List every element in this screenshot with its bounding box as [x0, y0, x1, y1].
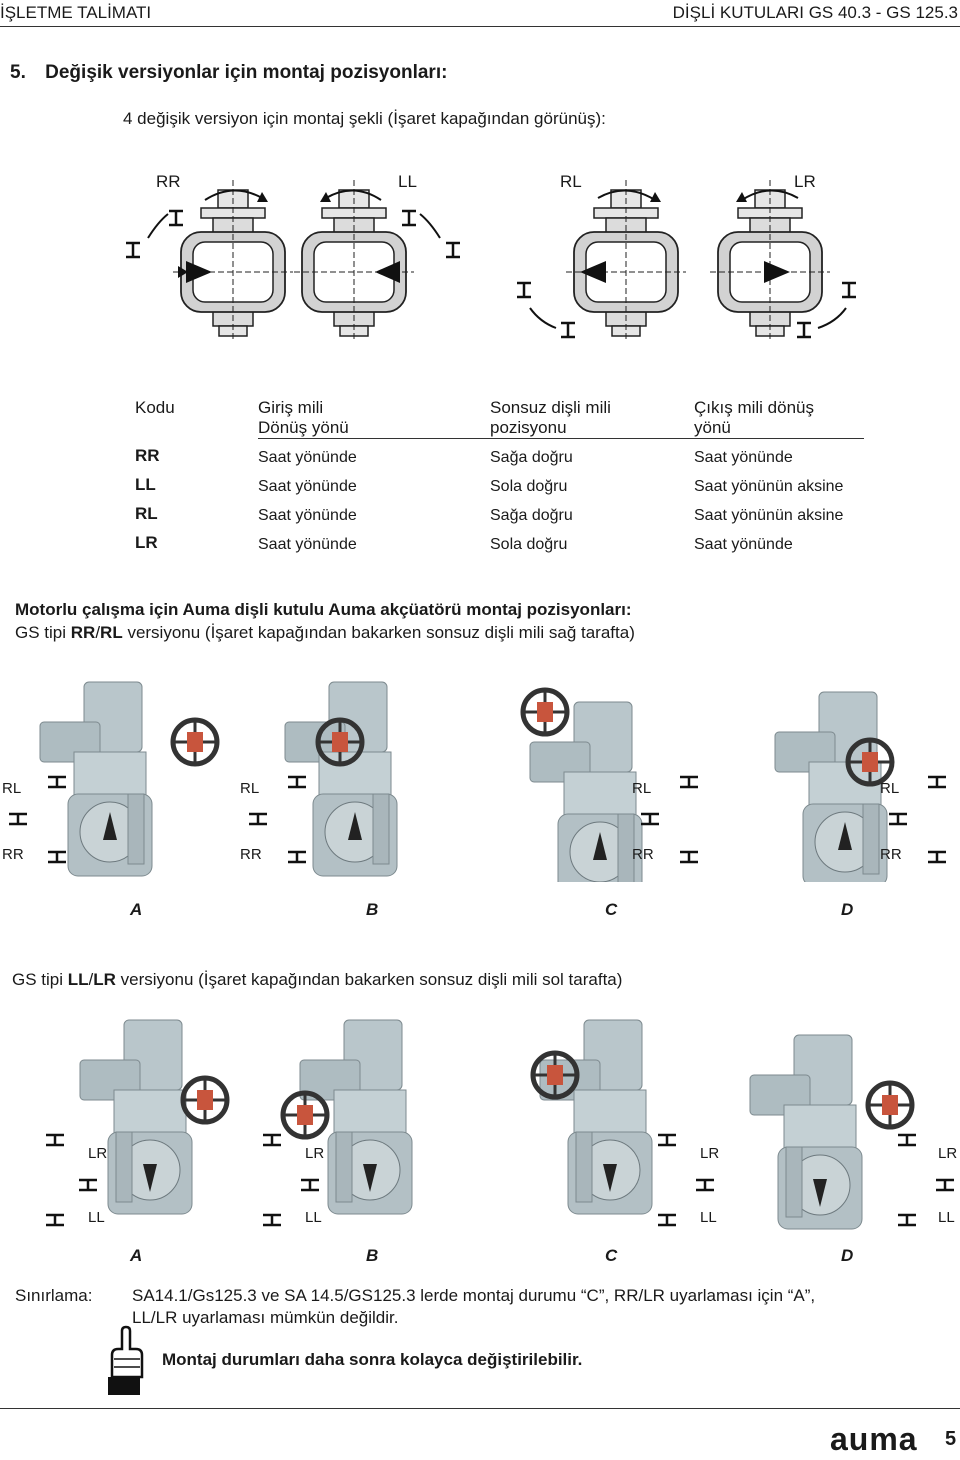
header-right: DİŞLİ KUTULARI GS 40.3 - GS 125.3: [672, 3, 958, 22]
restriction-line2: LL/LR uyarlaması mümkün değildir.: [132, 1308, 399, 1327]
version-label-rr: RR: [156, 172, 181, 191]
section-heading: 5. Değişik versiyonlar için montaj pozis…: [10, 62, 447, 84]
schematic-ll: [293, 180, 462, 341]
actuator-photo-a: [79, 1019, 227, 1215]
page-header: İŞLETME TALİMATI DİŞLİ KUTULARI GS 40.3 …: [0, 0, 960, 27]
header-left: İŞLETME TALİMATI: [0, 3, 152, 22]
table-row: LR Saat yönünde Sola doğru Saat yönünde: [135, 533, 793, 553]
section-subtitle: 4 değişik versiyon için montaj şekli (İş…: [123, 109, 606, 128]
note-text: Montaj durumları daha sonra kolayca deği…: [162, 1350, 583, 1369]
restriction-line1: SA14.1/Gs125.3 ve SA 14.5/GS125.3 lerde …: [132, 1286, 816, 1305]
rr-caption: GS tipi RR/RL versiyonu (İşaret kapağınd…: [15, 623, 635, 642]
section-number: 5.: [10, 62, 26, 83]
actuator-photo-a: [39, 681, 217, 877]
table-header-rule: [258, 438, 864, 439]
rr-actuator-figures: [7, 681, 948, 882]
restriction-label: Sınırlama:: [15, 1286, 93, 1305]
gearbox-schematics: [124, 180, 858, 341]
table-row: LL Saat yönünde Sola doğru Saat yönünün …: [135, 475, 844, 495]
motor-heading: Motorlu çalışma için Auma dişli kutulu A…: [15, 600, 632, 619]
table-header-code: Kodu: [135, 398, 175, 417]
actuator-photo-c: [533, 1019, 653, 1215]
page-number: 5: [945, 1428, 957, 1450]
ll-caption: GS tipi LL/LR versiyonu (İşaret kapağınd…: [12, 970, 623, 989]
pointing-hand-icon: [108, 1325, 144, 1395]
actuator-photo-d: [774, 691, 892, 882]
footer-rule: [0, 1408, 960, 1409]
version-label-rl: RL: [560, 172, 582, 191]
actuator-photo-b: [284, 681, 398, 877]
section-title: Değişik versiyonlar için montaj pozisyon…: [45, 62, 448, 83]
version-label-lr: LR: [794, 172, 816, 191]
auma-logo: auma: [830, 1421, 918, 1457]
table-row: RR Saat yönünde Sağa doğru Saat yönünde: [135, 446, 793, 466]
schematic-lr: [709, 180, 858, 341]
schematic-rr: [124, 180, 294, 341]
ll-actuator-figures: [44, 1019, 956, 1230]
actuator-photo-d: [749, 1034, 912, 1230]
actuator-photo-c: [523, 690, 643, 882]
schematic-rl: [515, 180, 687, 341]
table-row: RL Saat yönünde Sağa doğru Saat yönünün …: [135, 504, 844, 524]
actuator-photo-b: [283, 1019, 413, 1215]
version-label-ll: LL: [398, 172, 417, 191]
